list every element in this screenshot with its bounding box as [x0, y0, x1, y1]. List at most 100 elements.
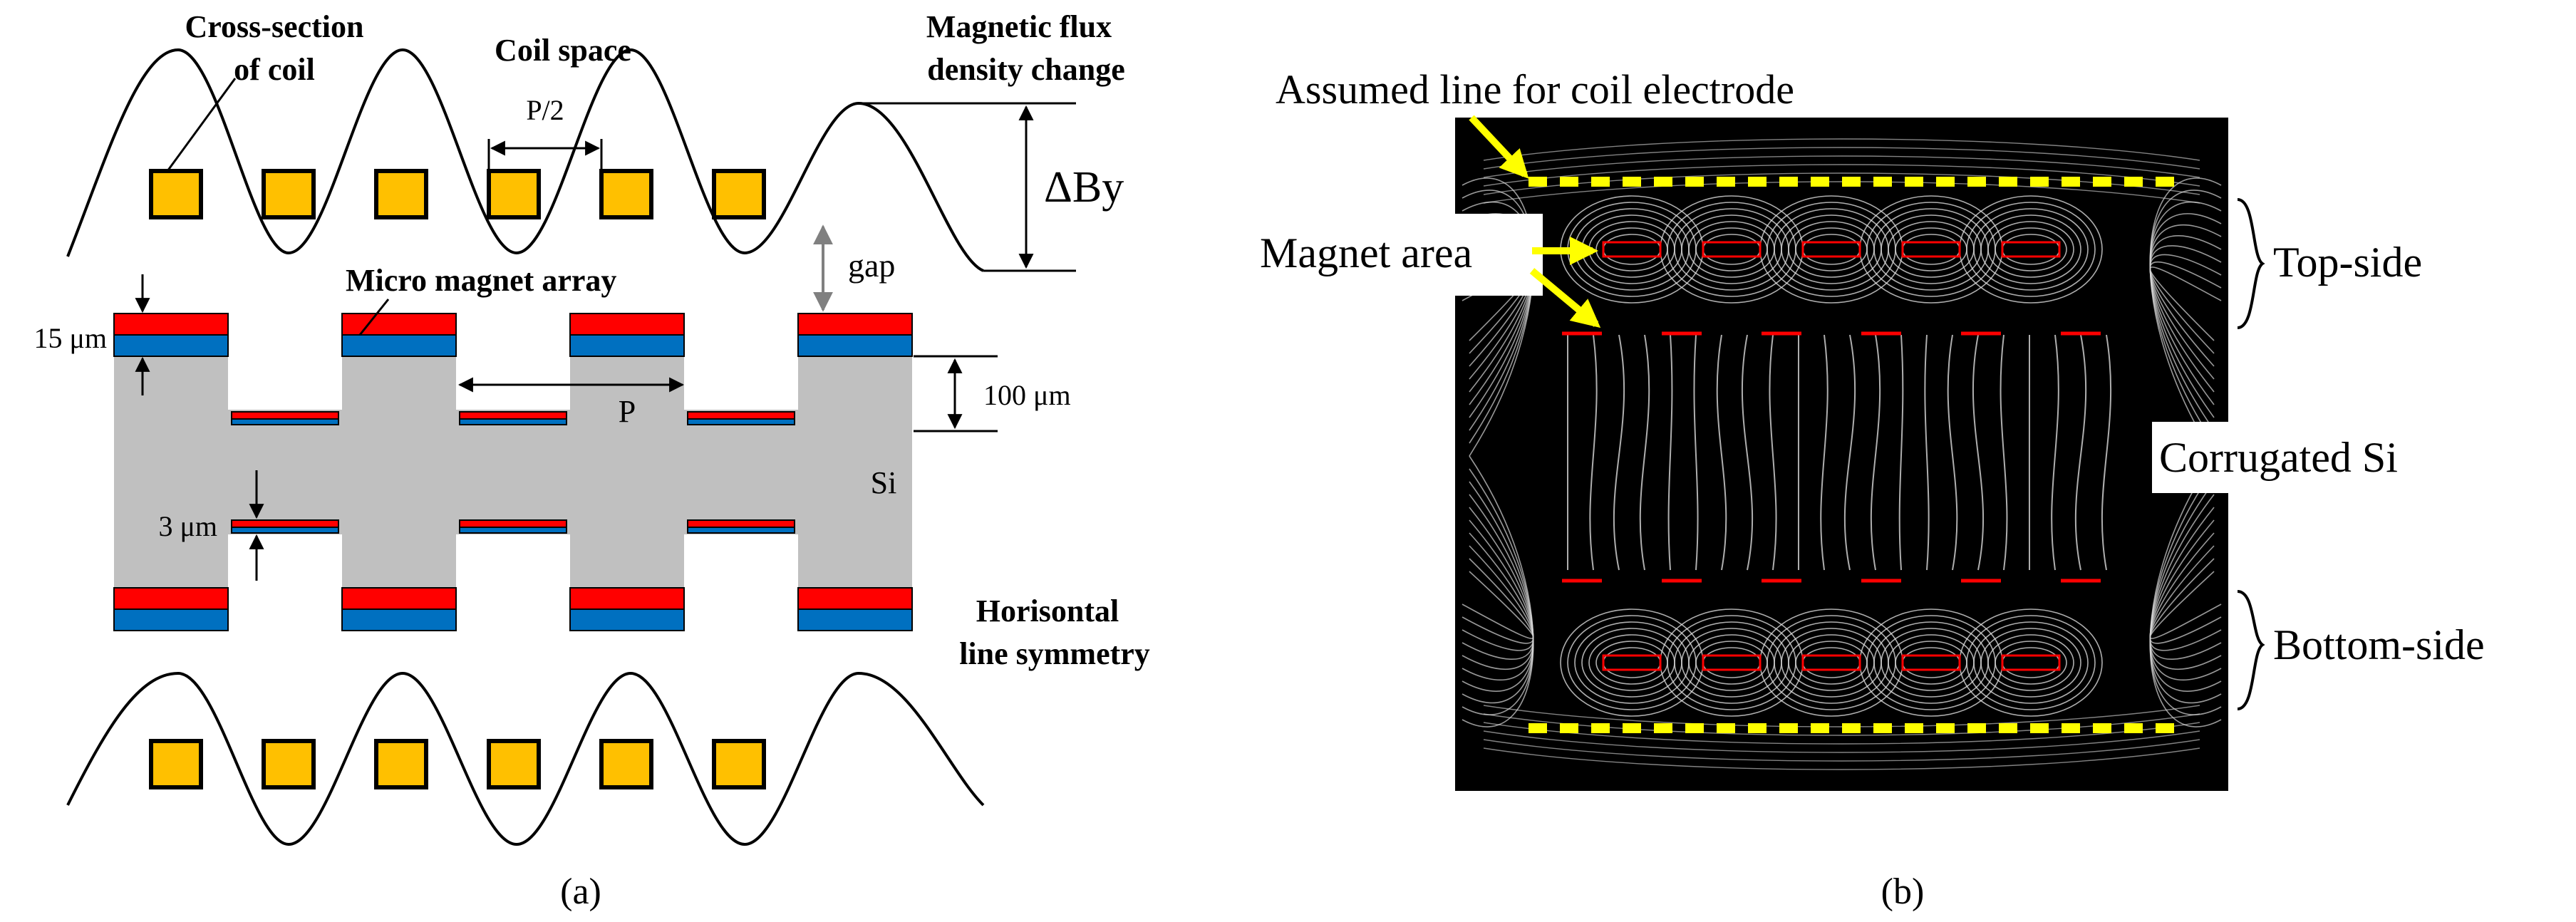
field-line: [2000, 334, 2008, 571]
field-line: [1972, 334, 1985, 571]
label-symmetry-line1: Horisontal: [976, 594, 1119, 628]
field-line: [1693, 334, 1699, 571]
coil-cross-section: [149, 169, 203, 219]
magnet-bottom-outer: [569, 587, 685, 631]
magnet-thin: [231, 519, 339, 534]
magnet-outline: [2001, 241, 2061, 258]
magnet-outline: [1801, 654, 1861, 671]
top-coil-row: [149, 169, 766, 219]
magnet-outline: [1602, 654, 1662, 671]
coil-cross-section: [262, 169, 316, 219]
magnet-top-outer: [569, 313, 685, 357]
field-line: [2149, 266, 2222, 341]
field-line: [1924, 334, 1930, 571]
field-line: [1947, 334, 1958, 571]
field-line: [1898, 334, 1904, 571]
magnet-thin: [687, 411, 795, 425]
coil-cross-section: [599, 169, 653, 219]
magnet-area-label-bg: [1251, 214, 1543, 296]
field-line: [2074, 334, 2087, 571]
coil-cross-section: [487, 739, 541, 789]
cross-section-leader: [166, 78, 237, 172]
magnet-outline: [1702, 241, 1762, 258]
magnet-markers: [1562, 241, 2101, 671]
field-line: [1973, 621, 2089, 704]
magnet-top-outer: [113, 313, 229, 357]
assumed-line-arrow: [1469, 115, 1529, 179]
magnet-outline: [1901, 241, 1961, 258]
coil-cross-section: [712, 169, 766, 219]
field-line: [1966, 202, 2096, 297]
field-line: [1483, 747, 2200, 770]
field-line: [1462, 558, 1534, 644]
label-half-pitch: P/2: [526, 94, 564, 126]
magnet-outline: [1602, 241, 1662, 258]
field-line: [2149, 532, 2222, 660]
coil-cross-section: [487, 169, 541, 219]
field-line: [1483, 155, 2200, 178]
label-micro-magnet-array: Micro magnet array: [346, 263, 616, 298]
field-line: [1987, 634, 2074, 691]
field-line: [1483, 164, 2200, 187]
field-line: [1639, 334, 1650, 571]
magnet-thin: [687, 519, 795, 534]
field-line: [1483, 147, 2200, 170]
field-line: [1483, 138, 2200, 161]
field-line: [2149, 254, 2222, 367]
label-coil-space: Coil space: [495, 33, 631, 68]
micro-magnet-array: [113, 313, 913, 631]
coil-cross-section: [149, 739, 203, 789]
corrugated-si-label-bg: [2152, 422, 2458, 493]
coil-cross-section: [374, 169, 428, 219]
field-line: [1741, 334, 1754, 571]
field-line: [1462, 545, 1534, 651]
field-line: [1980, 214, 2081, 284]
coil-cross-section: [262, 739, 316, 789]
label-pitch: P: [619, 394, 636, 429]
magnet-top-outer: [341, 313, 457, 357]
field-line: [1589, 334, 1598, 571]
panel-a: Cross-section of coil Coil space Magneti…: [33, 9, 1149, 912]
label-thickness-100: 100 μm: [983, 379, 1071, 411]
field-line: [2149, 245, 2222, 380]
magnet-thin: [459, 519, 567, 534]
field-line: [1843, 334, 1856, 571]
field-line: [2149, 558, 2222, 644]
label-symmetry-line2: line symmetry: [959, 636, 1150, 671]
coil-cross-section: [712, 739, 766, 789]
label-magnet-area: Magnet area: [1260, 229, 1472, 276]
label-flux-line2: density change: [927, 52, 1124, 87]
magnet-top-outer: [797, 313, 913, 357]
field-line: [1483, 705, 2200, 727]
field-line: [1462, 532, 1534, 660]
field-line: [2051, 334, 2059, 571]
field-line: [1966, 615, 2096, 710]
label-flux-line1: Magnetic flux: [926, 9, 1112, 44]
caption-a: (a): [560, 871, 601, 912]
magnet-bottom-outer: [113, 587, 229, 631]
field-line: [1959, 195, 2103, 304]
magnet-bottom-outer: [797, 587, 913, 631]
field-line: [1995, 227, 2067, 271]
field-line: [2149, 235, 2222, 393]
panel-b: Assumed line for coil electrode Magnet a…: [1251, 66, 2485, 912]
field-line: [2149, 545, 2222, 651]
magnet-thin: [231, 411, 339, 425]
magnet-outline: [1901, 654, 1961, 671]
magnet-outline: [1702, 654, 1762, 671]
field-line: [1973, 208, 2089, 291]
coil-cross-section: [374, 739, 428, 789]
field-line: [1483, 181, 2200, 204]
field-line: [1483, 739, 2200, 762]
field-line: [1462, 571, 1534, 639]
field-line: [1959, 608, 2103, 717]
label-bottom-side: Bottom-side: [2273, 621, 2485, 668]
magnet-outline: [2001, 654, 2061, 671]
label-assumed-line: Assumed line for coil electrode: [1276, 66, 1794, 113]
label-cross-section: Cross-section: [185, 9, 364, 44]
field-line: [1716, 334, 1727, 571]
magnet-bottom-outer: [341, 587, 457, 631]
label-corrugated-si: Corrugated Si: [2159, 434, 2398, 481]
field-line: [2149, 261, 2222, 354]
